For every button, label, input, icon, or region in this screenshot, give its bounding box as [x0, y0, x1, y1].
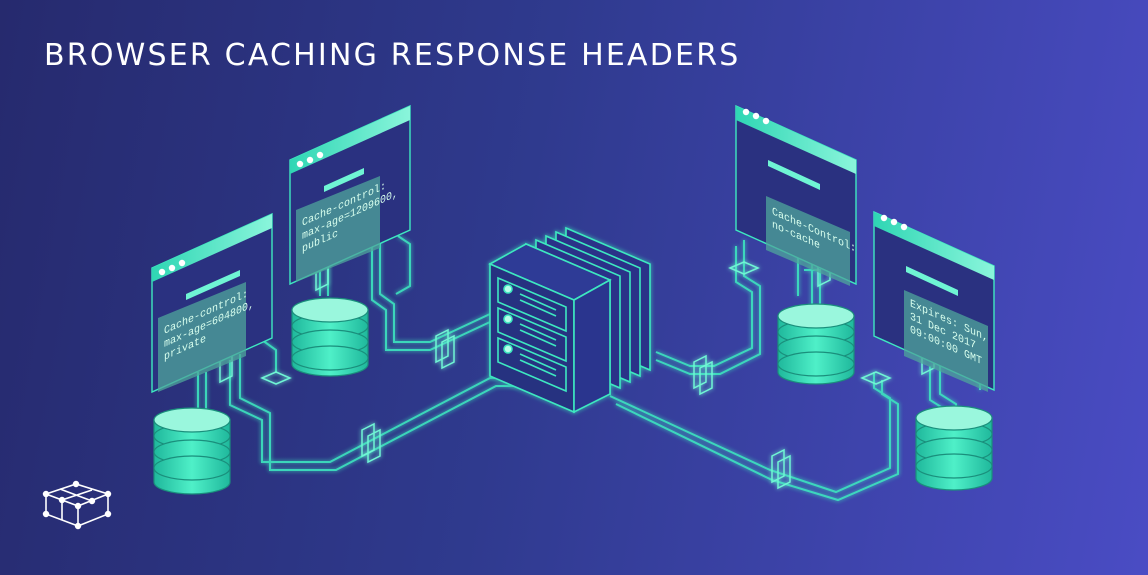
junction-node — [260, 371, 292, 385]
junction-node — [860, 371, 892, 385]
junction-node — [728, 261, 760, 275]
loading-bar — [324, 168, 364, 192]
database-icon — [153, 407, 231, 495]
browser-window-right-front: Expires: Sun, 31 Dec 2017 09:00:00 GMT — [873, 210, 995, 392]
window-dots-icon — [742, 108, 770, 125]
browser-window-left-front: Cache-control: max-age=604800, private — [151, 212, 273, 394]
page-title: BROWSER CACHING RESPONSE HEADERS — [44, 38, 741, 73]
loading-bar — [768, 160, 820, 190]
window-dots-icon — [158, 259, 186, 276]
server-drive-slots — [497, 276, 567, 393]
junction-node — [435, 328, 455, 370]
junction-node — [771, 448, 791, 490]
loading-bar — [906, 266, 958, 296]
pipe-junctions — [219, 256, 935, 490]
database-icon — [777, 303, 855, 385]
browser-window-left-back: Cache-control: max-age=1209600, public — [289, 104, 411, 286]
database-cylinders — [153, 297, 993, 495]
network-cube-logo — [42, 480, 112, 530]
window-dots-icon — [880, 214, 908, 231]
junction-node — [361, 422, 381, 464]
browser-window-right-back: Cache-Control: no-cache — [735, 104, 857, 286]
server-led-icons — [503, 284, 513, 354]
database-icon — [291, 297, 369, 377]
server-stack — [488, 226, 651, 414]
window-dots-icon — [296, 151, 324, 168]
database-icon — [915, 405, 993, 491]
junction-node — [693, 354, 713, 396]
loading-bar — [186, 270, 240, 300]
